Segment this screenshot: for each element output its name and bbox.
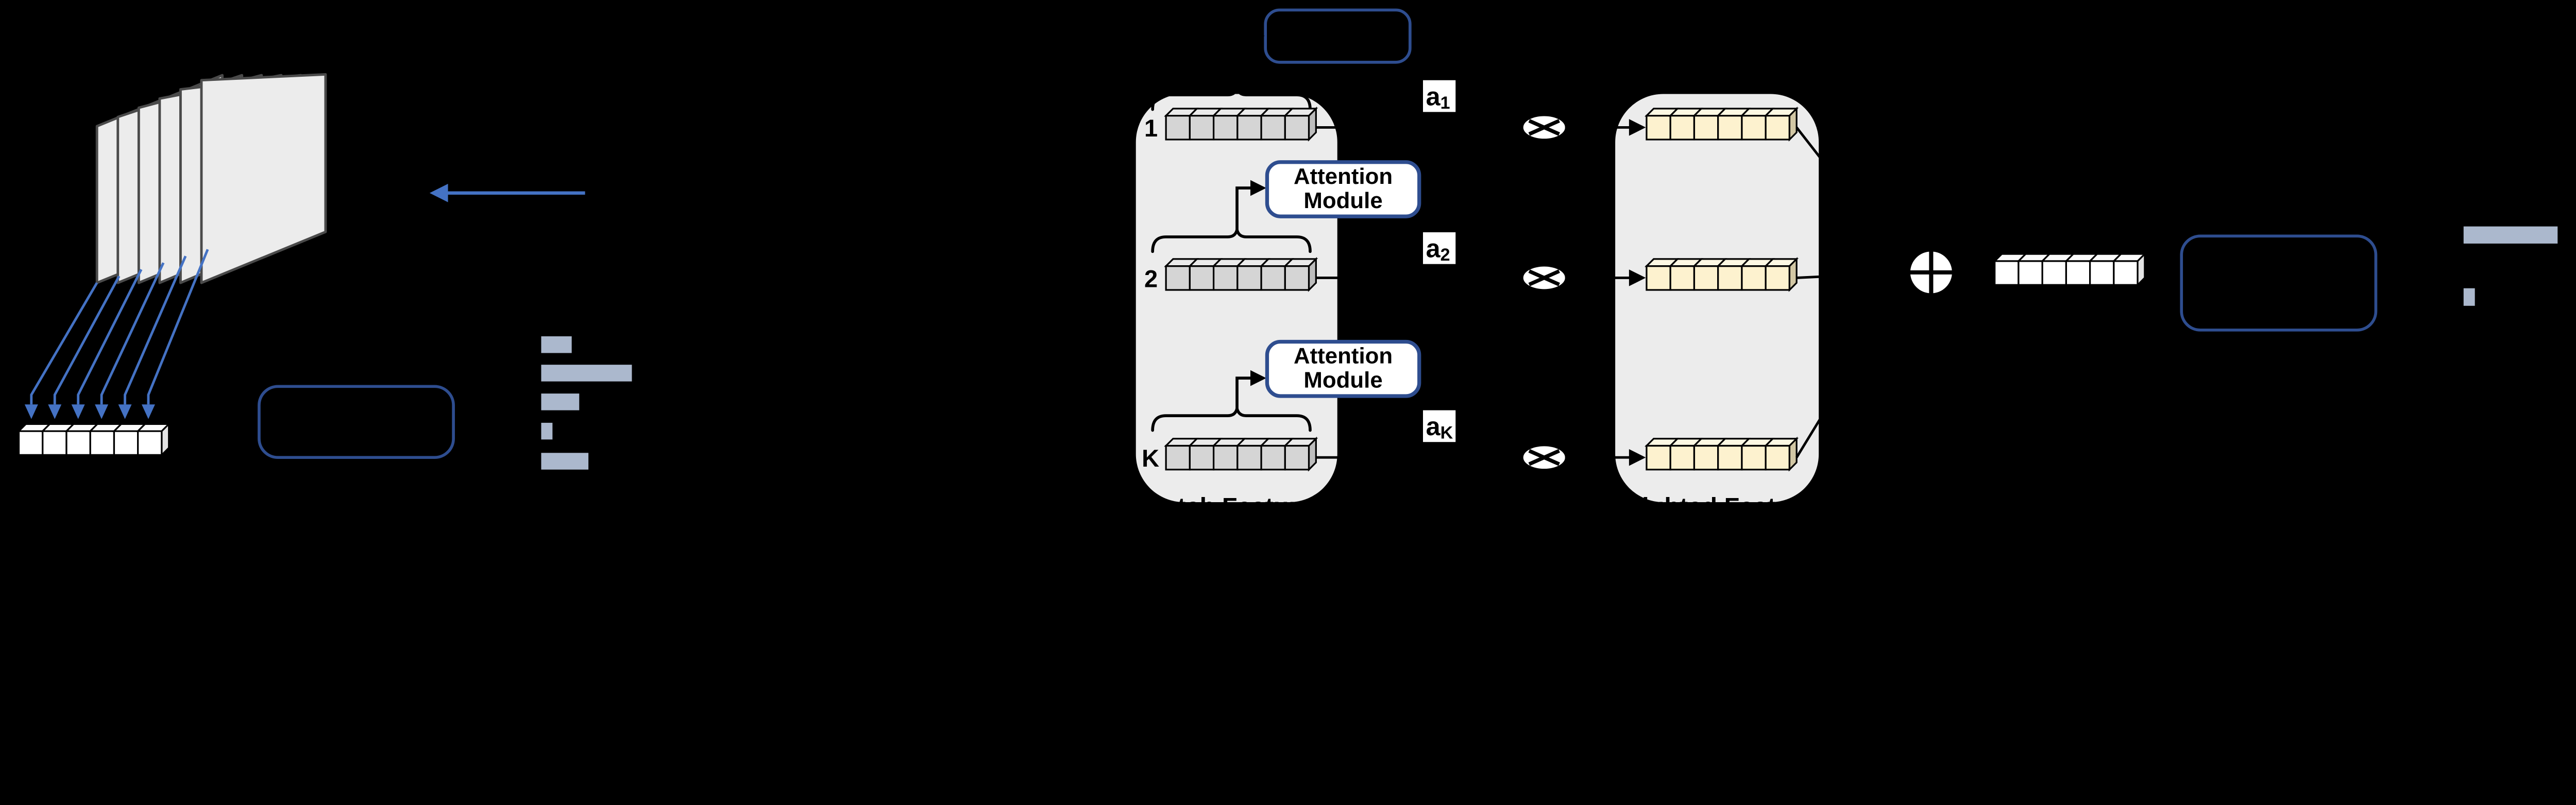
circled-plus-icon: [1907, 248, 1955, 297]
attention-weight-label-aK: aK: [1423, 410, 1456, 443]
attention-weight-label-a2: a2: [1423, 232, 1456, 265]
rowK-patch-cubes: [1166, 439, 1316, 470]
row2-weighted-cubes: [1647, 259, 1797, 290]
attention-weight-label-a1: a1: [1423, 80, 1456, 113]
classifier-box: [2180, 234, 2378, 332]
weight-bar: [541, 336, 572, 353]
output-bars: [2463, 226, 2558, 306]
output-bar: [2463, 288, 2475, 306]
row1-brace: [1151, 28, 1312, 111]
svg-text:aK: aK: [1426, 412, 1453, 442]
output-bar: [2463, 226, 2558, 244]
figure-canvas: 1 2 K Attention Module Attention Module …: [19, 8, 2558, 521]
a2-sub: 2: [1440, 245, 1450, 265]
rowK-weighted-cubes: [1647, 439, 1797, 470]
patch-extraction-arrows: [24, 249, 209, 419]
a1-base: a: [1426, 81, 1441, 111]
row2-patch-cubes: [1166, 259, 1316, 290]
circled-times-icon: [1523, 266, 1565, 289]
weight-bar: [541, 453, 589, 470]
slide-stack: [95, 73, 327, 284]
feature-extractor-box: [258, 385, 455, 459]
attention-module-1-line2: Module: [1303, 188, 1382, 213]
weighted-features-panel: [1615, 94, 1819, 503]
aggregate-flow-lines: [1953, 271, 2458, 284]
a1-sub: 1: [1440, 93, 1450, 113]
circled-times-icon: [1523, 446, 1565, 469]
attention-module-1: Attention Module: [1265, 160, 1421, 218]
weighted-row-input-arrows: [1565, 119, 1646, 466]
circled-times-icon: [1523, 116, 1565, 139]
rowK-index: K: [1142, 444, 1159, 472]
attention-module-2-line2: Module: [1303, 368, 1382, 393]
aK-base: a: [1426, 412, 1441, 441]
weight-bar: [541, 365, 632, 382]
patch-features-caption: Patch Features: [1147, 493, 1327, 521]
row1-patch-cubes: [1166, 109, 1316, 140]
row1-weighted-cubes: [1647, 109, 1797, 140]
row1-index: 1: [1144, 114, 1158, 142]
rowK-brace: [1151, 370, 1312, 432]
svg-text:a1: a1: [1426, 81, 1450, 112]
row2-brace: [1151, 180, 1312, 253]
attention-module-2: Attention Module: [1265, 339, 1421, 398]
weight-bar: [541, 422, 553, 440]
flow-left-arrow: [429, 183, 585, 202]
slide-feature-vector-cubes: [19, 424, 169, 455]
attention-weight-bars: [541, 336, 632, 470]
slide-sheet: [200, 73, 327, 284]
architecture-diagram: 1 2 K Attention Module Attention Module …: [19, 8, 2558, 521]
weighted-row-output-lines: [1795, 126, 1911, 458]
row2-index: 2: [1144, 265, 1158, 292]
aK-sub: K: [1440, 423, 1453, 443]
svg-text:a2: a2: [1426, 234, 1450, 265]
a2-base: a: [1426, 234, 1441, 263]
top-legend-box: [1264, 8, 1412, 64]
row-output-lines: [1309, 126, 1524, 459]
weight-bar: [541, 393, 580, 410]
attention-module-2-line1: Attention: [1294, 344, 1393, 369]
bag-feature-vector-cubes: [1995, 254, 2145, 285]
attention-module-1-line1: Attention: [1294, 164, 1393, 189]
weighted-features-caption: Weighted Features: [1605, 493, 1828, 521]
